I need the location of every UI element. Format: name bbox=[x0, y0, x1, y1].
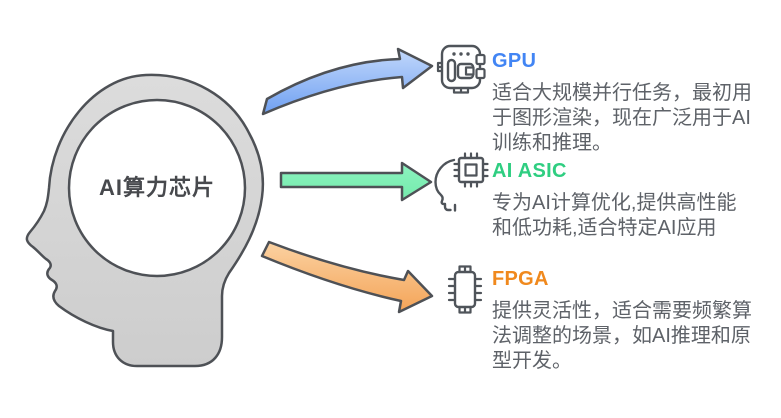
center-node-label: AI算力芯片 bbox=[98, 175, 215, 200]
branch-fpga: FPGA 提供灵活性，适合需要频繁算 法调整的场景，如AI推理和原 型开发。 bbox=[492, 266, 781, 374]
arrow-fpga bbox=[260, 240, 434, 314]
branch-title-ai-asic: AI ASIC bbox=[492, 160, 567, 182]
arrow-gpu bbox=[261, 47, 434, 116]
brain-circle bbox=[67, 98, 247, 278]
branch-title-gpu: GPU bbox=[492, 50, 537, 72]
chip-icon bbox=[447, 265, 483, 314]
branch-desc-fpga: 提供灵活性，适合需要频繁算 法调整的场景，如AI推理和原 型开发。 bbox=[492, 300, 752, 372]
branch-desc-ai-asic: 专为AI计算优化,提供高性能 和低功耗,适合特定AI应用 bbox=[492, 192, 737, 239]
gpu-board-icon bbox=[436, 44, 486, 94]
branch-ai-asic: AI ASIC 专为AI计算优化,提供高性能 和低功耗,适合特定AI应用 bbox=[492, 158, 781, 241]
brain-chip-icon bbox=[434, 152, 489, 212]
branch-desc-gpu: 适合大规模并行任务，最初用 于图形渲染，现在广泛用于AI 训练和推理。 bbox=[492, 82, 752, 154]
branch-gpu: GPU 适合大规模并行任务，最初用 于图形渲染，现在广泛用于AI 训练和推理。 bbox=[492, 48, 781, 156]
branch-title-fpga: FPGA bbox=[492, 268, 549, 290]
arrow-asic bbox=[279, 161, 433, 202]
